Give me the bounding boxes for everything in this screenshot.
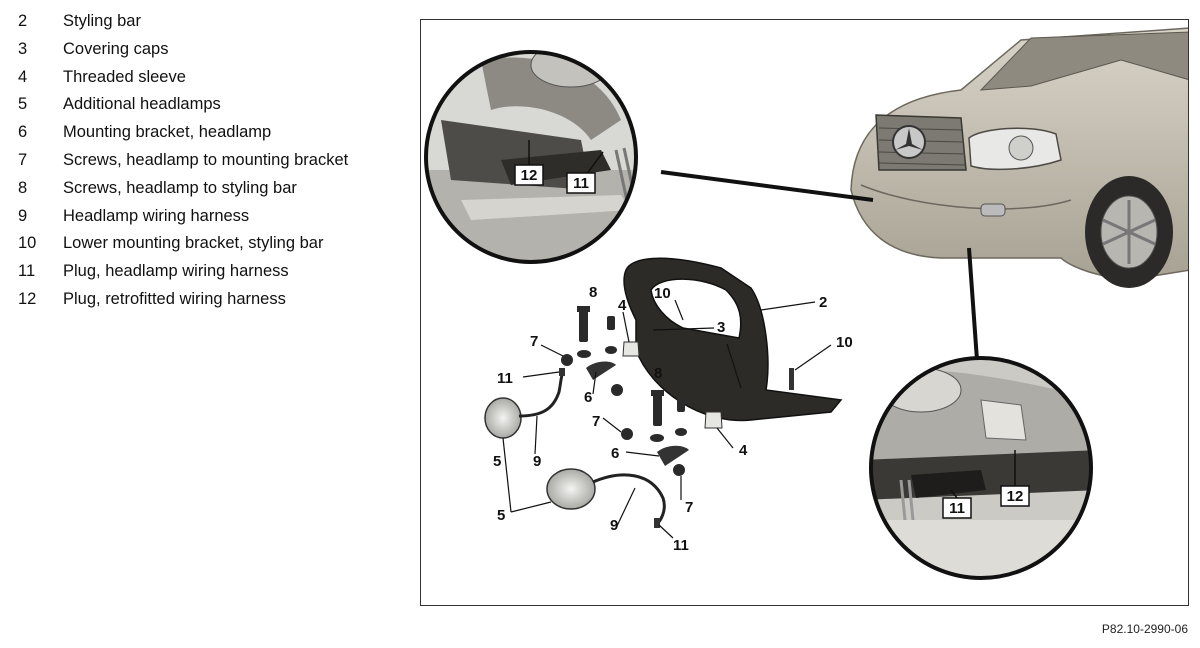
legend-text: Covering caps: [63, 39, 169, 58]
exploded-view-figure: 12 11 11 12: [420, 19, 1189, 606]
vehicle-front-view: [850, 27, 1188, 288]
legend-text: Mounting bracket, headlamp: [63, 123, 272, 142]
callout-leaders: [502, 299, 832, 539]
callout-labels: 2 3 4 4 5 5 6 6 7 7 7 8 8 9 9 10 10 11 1…: [493, 284, 853, 554]
legend-item: 7 Screws, headlamp to mounting bracket: [18, 149, 348, 177]
legend-number: 6: [18, 123, 28, 142]
legend-number: 12: [18, 289, 37, 308]
legend-number: 11: [18, 262, 36, 281]
callout-11: 11: [949, 500, 965, 517]
callout-9: 9: [533, 453, 541, 470]
callout-3: 3: [717, 319, 725, 336]
legend-text: Plug, retrofitted wiring harness: [63, 289, 286, 308]
figure-drawing: 12 11 11 12: [424, 27, 1188, 580]
styling-bar: [623, 257, 843, 422]
legend-text: Plug, headlamp wiring harness: [63, 262, 289, 281]
callout-12: 12: [521, 167, 538, 184]
callout-7: 7: [592, 413, 600, 430]
callout-8: 8: [589, 284, 597, 301]
legend-item: 6 Mounting bracket, headlamp: [18, 121, 348, 149]
legend-text: Styling bar: [63, 12, 141, 30]
callout-12: 12: [1007, 488, 1024, 505]
callout-10: 10: [836, 334, 853, 351]
callout-7: 7: [685, 499, 693, 516]
legend-text: Lower mounting bracket, styling bar: [63, 234, 324, 253]
legend-list: 2 Styling bar 3 Covering caps 4 Threaded sl…: [18, 10, 348, 316]
legend-number: 9: [18, 206, 28, 225]
legend-text: Threaded sleeve: [63, 67, 186, 86]
legend-item: 11 Plug, headlamp wiring harness: [18, 260, 348, 288]
legend-text: Headlamp wiring harness: [63, 206, 250, 225]
legend-number: 8: [18, 178, 28, 197]
legend-number: 7: [18, 150, 28, 169]
legend-number: 10: [18, 234, 37, 253]
legend-text: Screws, headlamp to styling bar: [63, 178, 297, 197]
legend-item: 2 Styling bar: [18, 10, 348, 38]
detail-view-top: 12 11: [424, 50, 638, 264]
legend-item: 12 Plug, retrofitted wiring harness: [18, 288, 348, 316]
legend-item: 3 Covering caps: [18, 38, 348, 66]
callout-11: 11: [573, 175, 589, 192]
callout-4: 4: [618, 297, 627, 314]
callout-2: 2: [819, 294, 827, 311]
legend-text: Additional headlamps: [63, 95, 221, 114]
legend-number: 3: [18, 39, 28, 58]
callout-6: 6: [611, 445, 619, 462]
exploded-parts: [484, 257, 843, 528]
callout-5: 5: [497, 507, 505, 524]
legend-item: 8 Screws, headlamp to styling bar: [18, 177, 348, 205]
detail-leader-line: [967, 247, 979, 361]
detail-leader-line: [660, 170, 874, 202]
callout-10: 10: [654, 285, 671, 302]
legend-item: 5 Additional headlamps: [18, 93, 348, 121]
legend-item: 10 Lower mounting bracket, styling bar: [18, 232, 348, 260]
callout-4: 4: [739, 442, 748, 459]
callout-9: 9: [610, 517, 618, 534]
callout-6: 6: [584, 389, 592, 406]
figure-reference-code: P82.10-2990-06: [1101, 622, 1188, 636]
legend-item: 9 Headlamp wiring harness: [18, 205, 348, 233]
legend-number: 5: [18, 95, 28, 114]
callout-5: 5: [493, 453, 501, 470]
legend-number: 4: [18, 67, 28, 86]
callout-8: 8: [654, 365, 662, 382]
detail-view-bottom: 11 12: [869, 356, 1093, 580]
callout-7: 7: [530, 333, 538, 350]
legend-item: 4 Threaded sleeve: [18, 66, 348, 94]
legend-number: 2: [18, 12, 28, 30]
callout-11: 11: [497, 370, 513, 387]
legend-text: Screws, headlamp to mounting bracket: [63, 150, 349, 169]
callout-11: 11: [673, 537, 689, 554]
